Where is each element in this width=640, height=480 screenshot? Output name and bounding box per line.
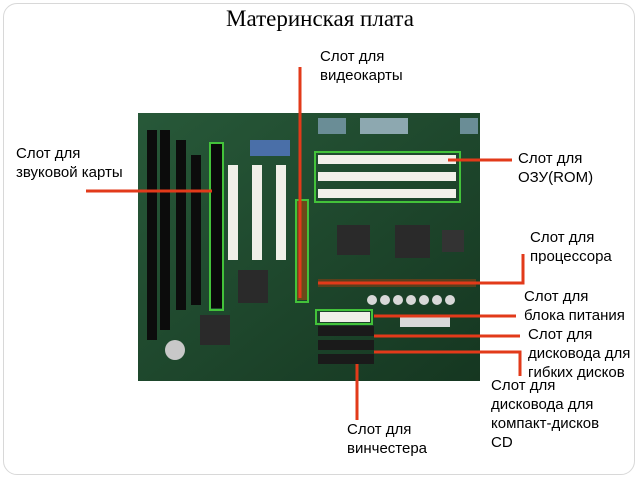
power-slot-highlight xyxy=(315,309,373,325)
label-power-slot: Слот для блока питания xyxy=(524,288,625,324)
leader-cpu xyxy=(318,254,525,285)
label-hdd-slot: Слот для винчестера xyxy=(347,421,428,457)
label-video-slot: Слот для видеокарты xyxy=(320,48,403,84)
ram-slot-highlight xyxy=(314,151,461,203)
leader-lines xyxy=(86,67,525,420)
slide-title: Материнская плата xyxy=(226,6,414,31)
sound-slot-highlight xyxy=(209,142,224,311)
label-cpu-slot: Слот для процессора xyxy=(530,229,612,265)
video-slot-highlight xyxy=(295,199,309,303)
highlight-boxes xyxy=(209,142,461,325)
slide-frame xyxy=(3,3,635,475)
label-floppy-slot: Слот для дисковода для гибких дисков xyxy=(528,326,631,381)
leader-cd xyxy=(374,350,522,376)
label-ram-slot: Слот для ОЗУ(ROM) xyxy=(518,150,594,186)
label-sound-slot: Слот для звуковой карты xyxy=(16,145,123,181)
label-cd-slot: Слот для дисковода для компакт-дисков CD xyxy=(491,377,600,451)
